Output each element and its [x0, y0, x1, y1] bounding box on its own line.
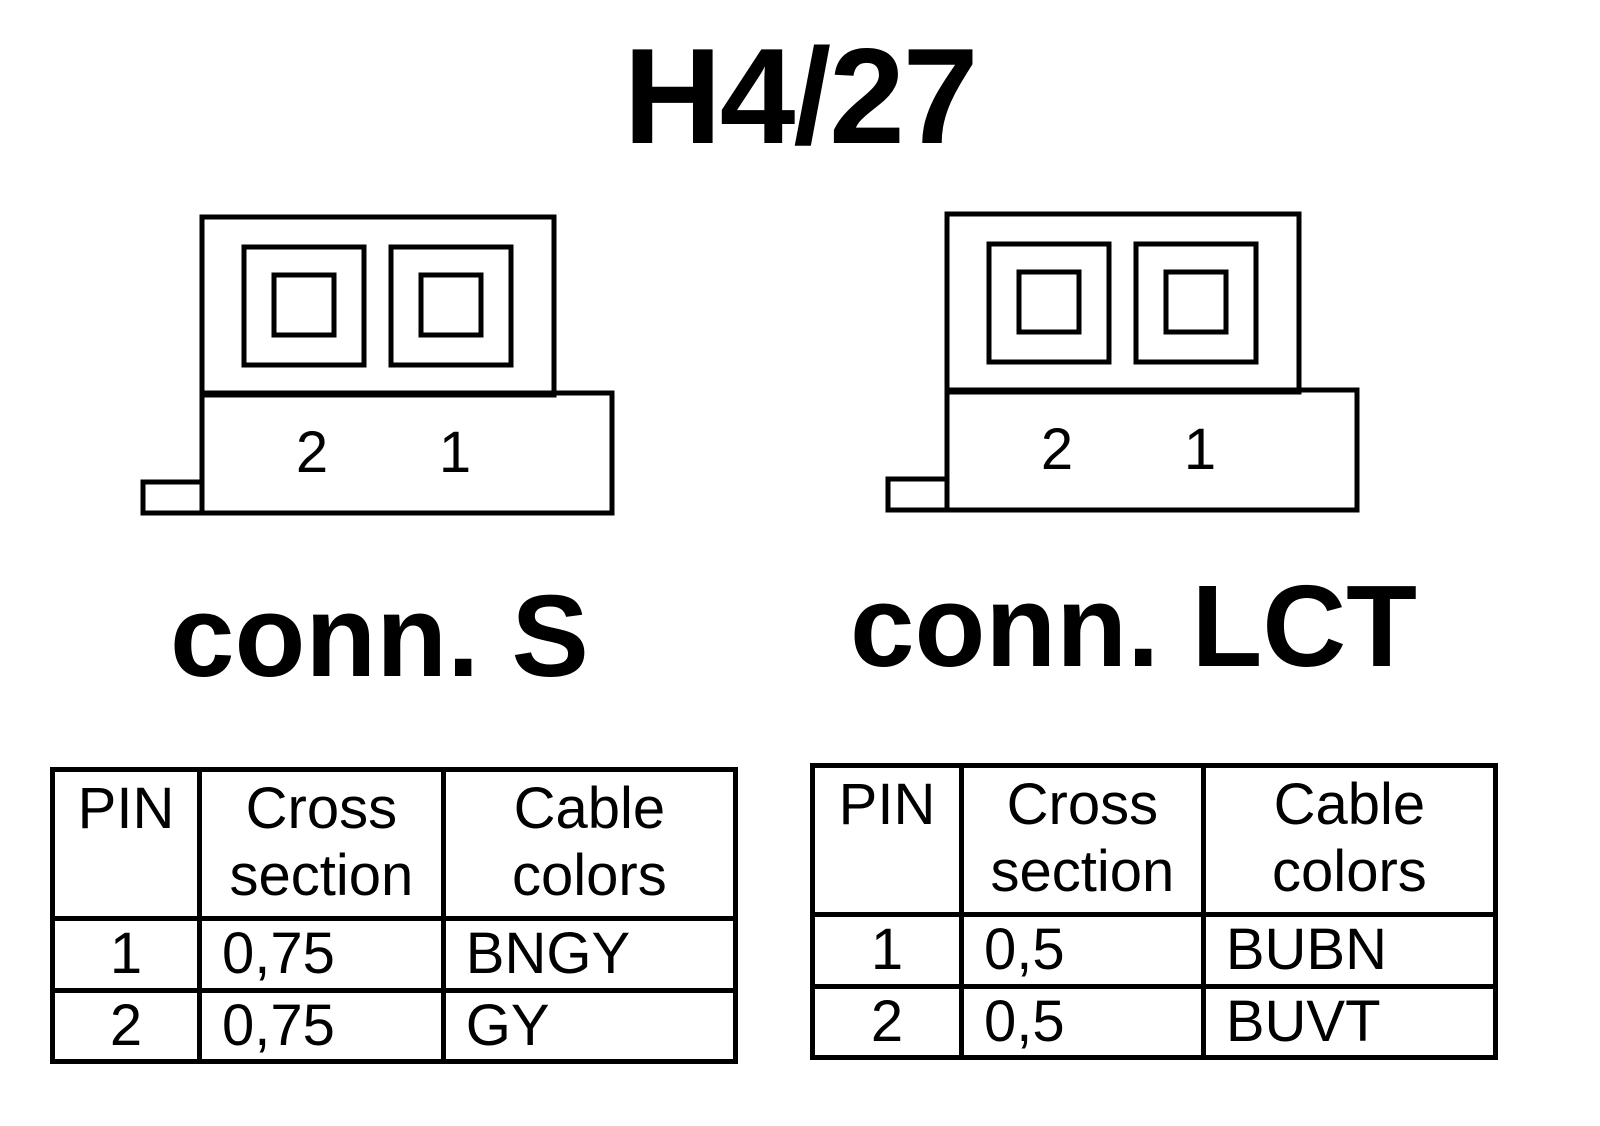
cell-cable-color: BUVT: [1200, 983, 1499, 1061]
diagram-title: H4/27: [623, 20, 979, 172]
cell-pin: 2: [49, 987, 203, 1065]
connector-lct-base: [944, 387, 1360, 513]
table-row: 2 0,75 GY: [49, 987, 739, 1065]
connector-s-latch: [140, 479, 205, 516]
cell-cable-color: GY: [440, 987, 739, 1065]
connector-lct-terminal-1: [1163, 269, 1229, 335]
cell-cross-section: 0,5: [958, 912, 1206, 989]
cell-pin: 1: [49, 916, 203, 993]
connector-lct-drawing: 2 1: [885, 211, 1360, 513]
connector-lct-cavity-2: [986, 241, 1112, 365]
header-pin: PIN: [49, 767, 203, 921]
connector-s-pin-1-label: 1: [439, 420, 471, 485]
table-row: 1 0,5 BUBN: [810, 912, 1499, 989]
cell-cross-section: 0,75: [197, 916, 446, 993]
connector-s-cavity-2: [241, 244, 367, 368]
table-header-row: PIN Cross section Cable colors: [810, 763, 1499, 917]
header-cable-colors: Cable colors: [440, 767, 739, 921]
connector-lct-cavity-1: [1133, 241, 1259, 365]
table-header-row: PIN Cross section Cable colors: [49, 767, 739, 921]
connector-lct-label: conn. LCT: [850, 561, 1418, 691]
cell-cable-color: BNGY: [440, 916, 739, 993]
connector-s-pin-2-label: 2: [296, 420, 328, 485]
connector-s-label: conn. S: [170, 571, 589, 701]
connector-lct-terminal-2: [1016, 269, 1082, 335]
cell-cross-section: 0,75: [197, 987, 446, 1065]
connector-s-cavity-1: [388, 244, 514, 368]
cell-pin: 2: [810, 983, 964, 1061]
connector-s-pin-table: PIN Cross section Cable colors 1 0,75 BN…: [49, 767, 739, 1065]
cell-cable-color: BUBN: [1200, 912, 1499, 989]
header-pin: PIN: [810, 763, 964, 917]
cell-pin: 1: [810, 912, 964, 989]
connector-lct-pin-1-label: 1: [1184, 417, 1216, 482]
connector-s-base: [199, 390, 615, 516]
connector-s-housing: [199, 214, 557, 398]
connector-s-terminal-2: [271, 272, 337, 338]
connector-lct-pin-table: PIN Cross section Cable colors 1 0,5 BUB…: [810, 763, 1499, 1061]
table-row: 1 0,75 BNGY: [49, 916, 739, 993]
connector-lct-pin-2-label: 2: [1041, 417, 1073, 482]
header-cross-section: Cross section: [197, 767, 446, 921]
connector-lct-latch: [885, 476, 950, 513]
table-row: 2 0,5 BUVT: [810, 983, 1499, 1061]
connector-s-terminal-1: [418, 272, 484, 338]
header-cable-colors: Cable colors: [1200, 763, 1499, 917]
connector-s-drawing: 2 1: [140, 214, 615, 516]
header-cross-section: Cross section: [958, 763, 1206, 917]
cell-cross-section: 0,5: [958, 983, 1206, 1061]
connector-lct-housing: [944, 211, 1302, 395]
